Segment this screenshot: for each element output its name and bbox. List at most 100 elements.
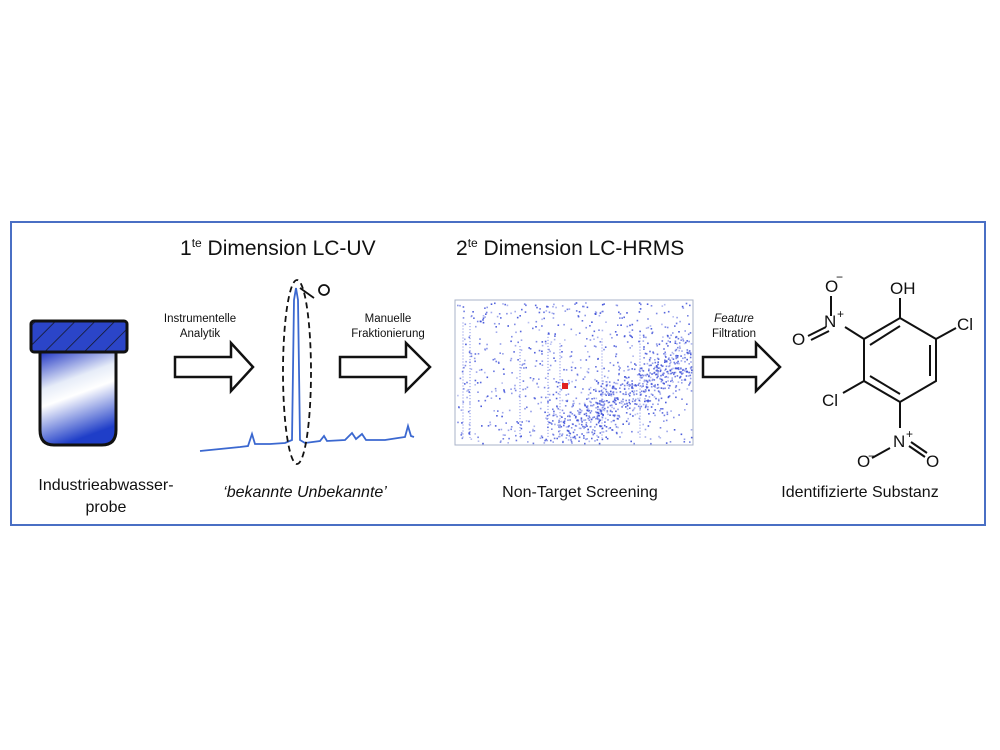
- feature-dot: [575, 416, 577, 418]
- feature-dot: [457, 394, 459, 397]
- feature-dot: [474, 353, 477, 355]
- feature-dot: [641, 369, 644, 371]
- feature-dot: [529, 348, 532, 350]
- feature-dot: [520, 349, 523, 351]
- feature-dot: [593, 338, 595, 340]
- feature-dot: [584, 442, 586, 445]
- feature-dot: [684, 368, 687, 371]
- feature-dot: [535, 320, 538, 323]
- feature-dot: [624, 335, 626, 337]
- feature-dot: [680, 368, 682, 370]
- feature-dot: [492, 358, 495, 361]
- feature-dot: [541, 341, 544, 343]
- feature-dot: [469, 402, 471, 404]
- feature-dot: [503, 390, 505, 392]
- feature-dot: [651, 362, 654, 365]
- feature-dot: [632, 387, 634, 390]
- feature-dot: [550, 341, 553, 343]
- feature-dot: [614, 399, 617, 402]
- feature-dot: [584, 314, 586, 317]
- feature-dot: [631, 368, 633, 370]
- feature-dot: [653, 371, 656, 374]
- feature-dot: [503, 391, 506, 394]
- feature-dot: [600, 409, 602, 412]
- feature-dot: [654, 361, 657, 364]
- feature-dot: [622, 404, 625, 407]
- feature-dot: [553, 410, 555, 413]
- feature-dot: [606, 437, 609, 440]
- feature-dot: [588, 388, 591, 391]
- arrow-3-icon: [701, 339, 782, 395]
- feature-dot: [669, 359, 671, 361]
- feature-dot: [656, 365, 659, 367]
- feature-dot: [613, 415, 616, 418]
- feature-dot: [538, 378, 540, 380]
- feature-dot: [460, 434, 463, 436]
- feature-dot: [601, 438, 604, 441]
- feature-dot: [644, 398, 646, 400]
- feature-dot: [601, 303, 604, 306]
- feature-dot: [592, 416, 594, 419]
- feature-dot: [643, 357, 645, 359]
- feature-dot: [676, 336, 678, 338]
- feature-dot: [527, 321, 530, 324]
- feature-dot: [558, 430, 560, 433]
- feature-dot: [636, 319, 639, 322]
- feature-dot: [611, 411, 613, 413]
- feature-dot: [657, 403, 659, 405]
- feature-dot: [601, 416, 604, 419]
- feature-dot: [599, 425, 601, 427]
- feature-dot: [605, 390, 608, 393]
- feature-dot: [557, 424, 559, 426]
- feature-dot: [560, 420, 563, 423]
- feature-dot: [670, 361, 672, 364]
- feature-dot: [666, 371, 668, 373]
- feature-dot: [482, 442, 484, 445]
- feature-dot: [656, 366, 658, 368]
- highlighted-feature: [562, 383, 568, 389]
- feature-dot: [648, 368, 650, 370]
- feature-dot: [599, 419, 601, 422]
- feature-dot: [683, 438, 686, 441]
- feature-dot: [553, 338, 556, 341]
- feature-dot: [626, 325, 629, 328]
- feature-dot: [578, 423, 581, 425]
- feature-dot: [638, 340, 640, 343]
- feature-dot: [644, 391, 646, 393]
- feature-dot: [641, 376, 644, 379]
- feature-dot: [594, 440, 596, 442]
- feature-dot: [556, 437, 558, 440]
- feature-dot: [646, 387, 648, 389]
- feature-dot: [663, 311, 666, 314]
- feature-dot: [588, 416, 591, 419]
- feature-dot: [628, 387, 630, 390]
- feature-dot: [587, 429, 589, 431]
- feature-dot: [648, 396, 651, 398]
- feature-dot: [560, 356, 563, 358]
- feature-dot: [646, 303, 649, 305]
- feature-dot: [490, 311, 493, 314]
- feature-dot: [524, 395, 527, 398]
- feature-dot: [633, 368, 636, 371]
- feature-dot: [554, 360, 557, 362]
- feature-dot: [629, 324, 631, 327]
- feature-dot: [457, 421, 459, 424]
- feature-dot: [688, 352, 690, 354]
- feature-dot: [589, 325, 591, 327]
- feature-dot: [570, 439, 572, 441]
- feature-dot: [646, 362, 649, 365]
- feature-dot: [474, 379, 477, 382]
- feature-dot: [506, 304, 509, 307]
- feature-dot: [617, 408, 619, 411]
- feature-dot: [640, 393, 643, 395]
- feature-dot: [494, 425, 497, 427]
- feature-dot: [609, 384, 611, 387]
- feature-dot: [631, 386, 633, 388]
- feature-dot: [600, 425, 602, 427]
- feature-dot: [666, 430, 668, 433]
- feature-dot: [631, 380, 633, 382]
- feature-dot: [475, 325, 477, 328]
- feature-dot: [482, 317, 485, 319]
- feature-dot: [675, 356, 677, 358]
- feature-dot: [660, 387, 663, 389]
